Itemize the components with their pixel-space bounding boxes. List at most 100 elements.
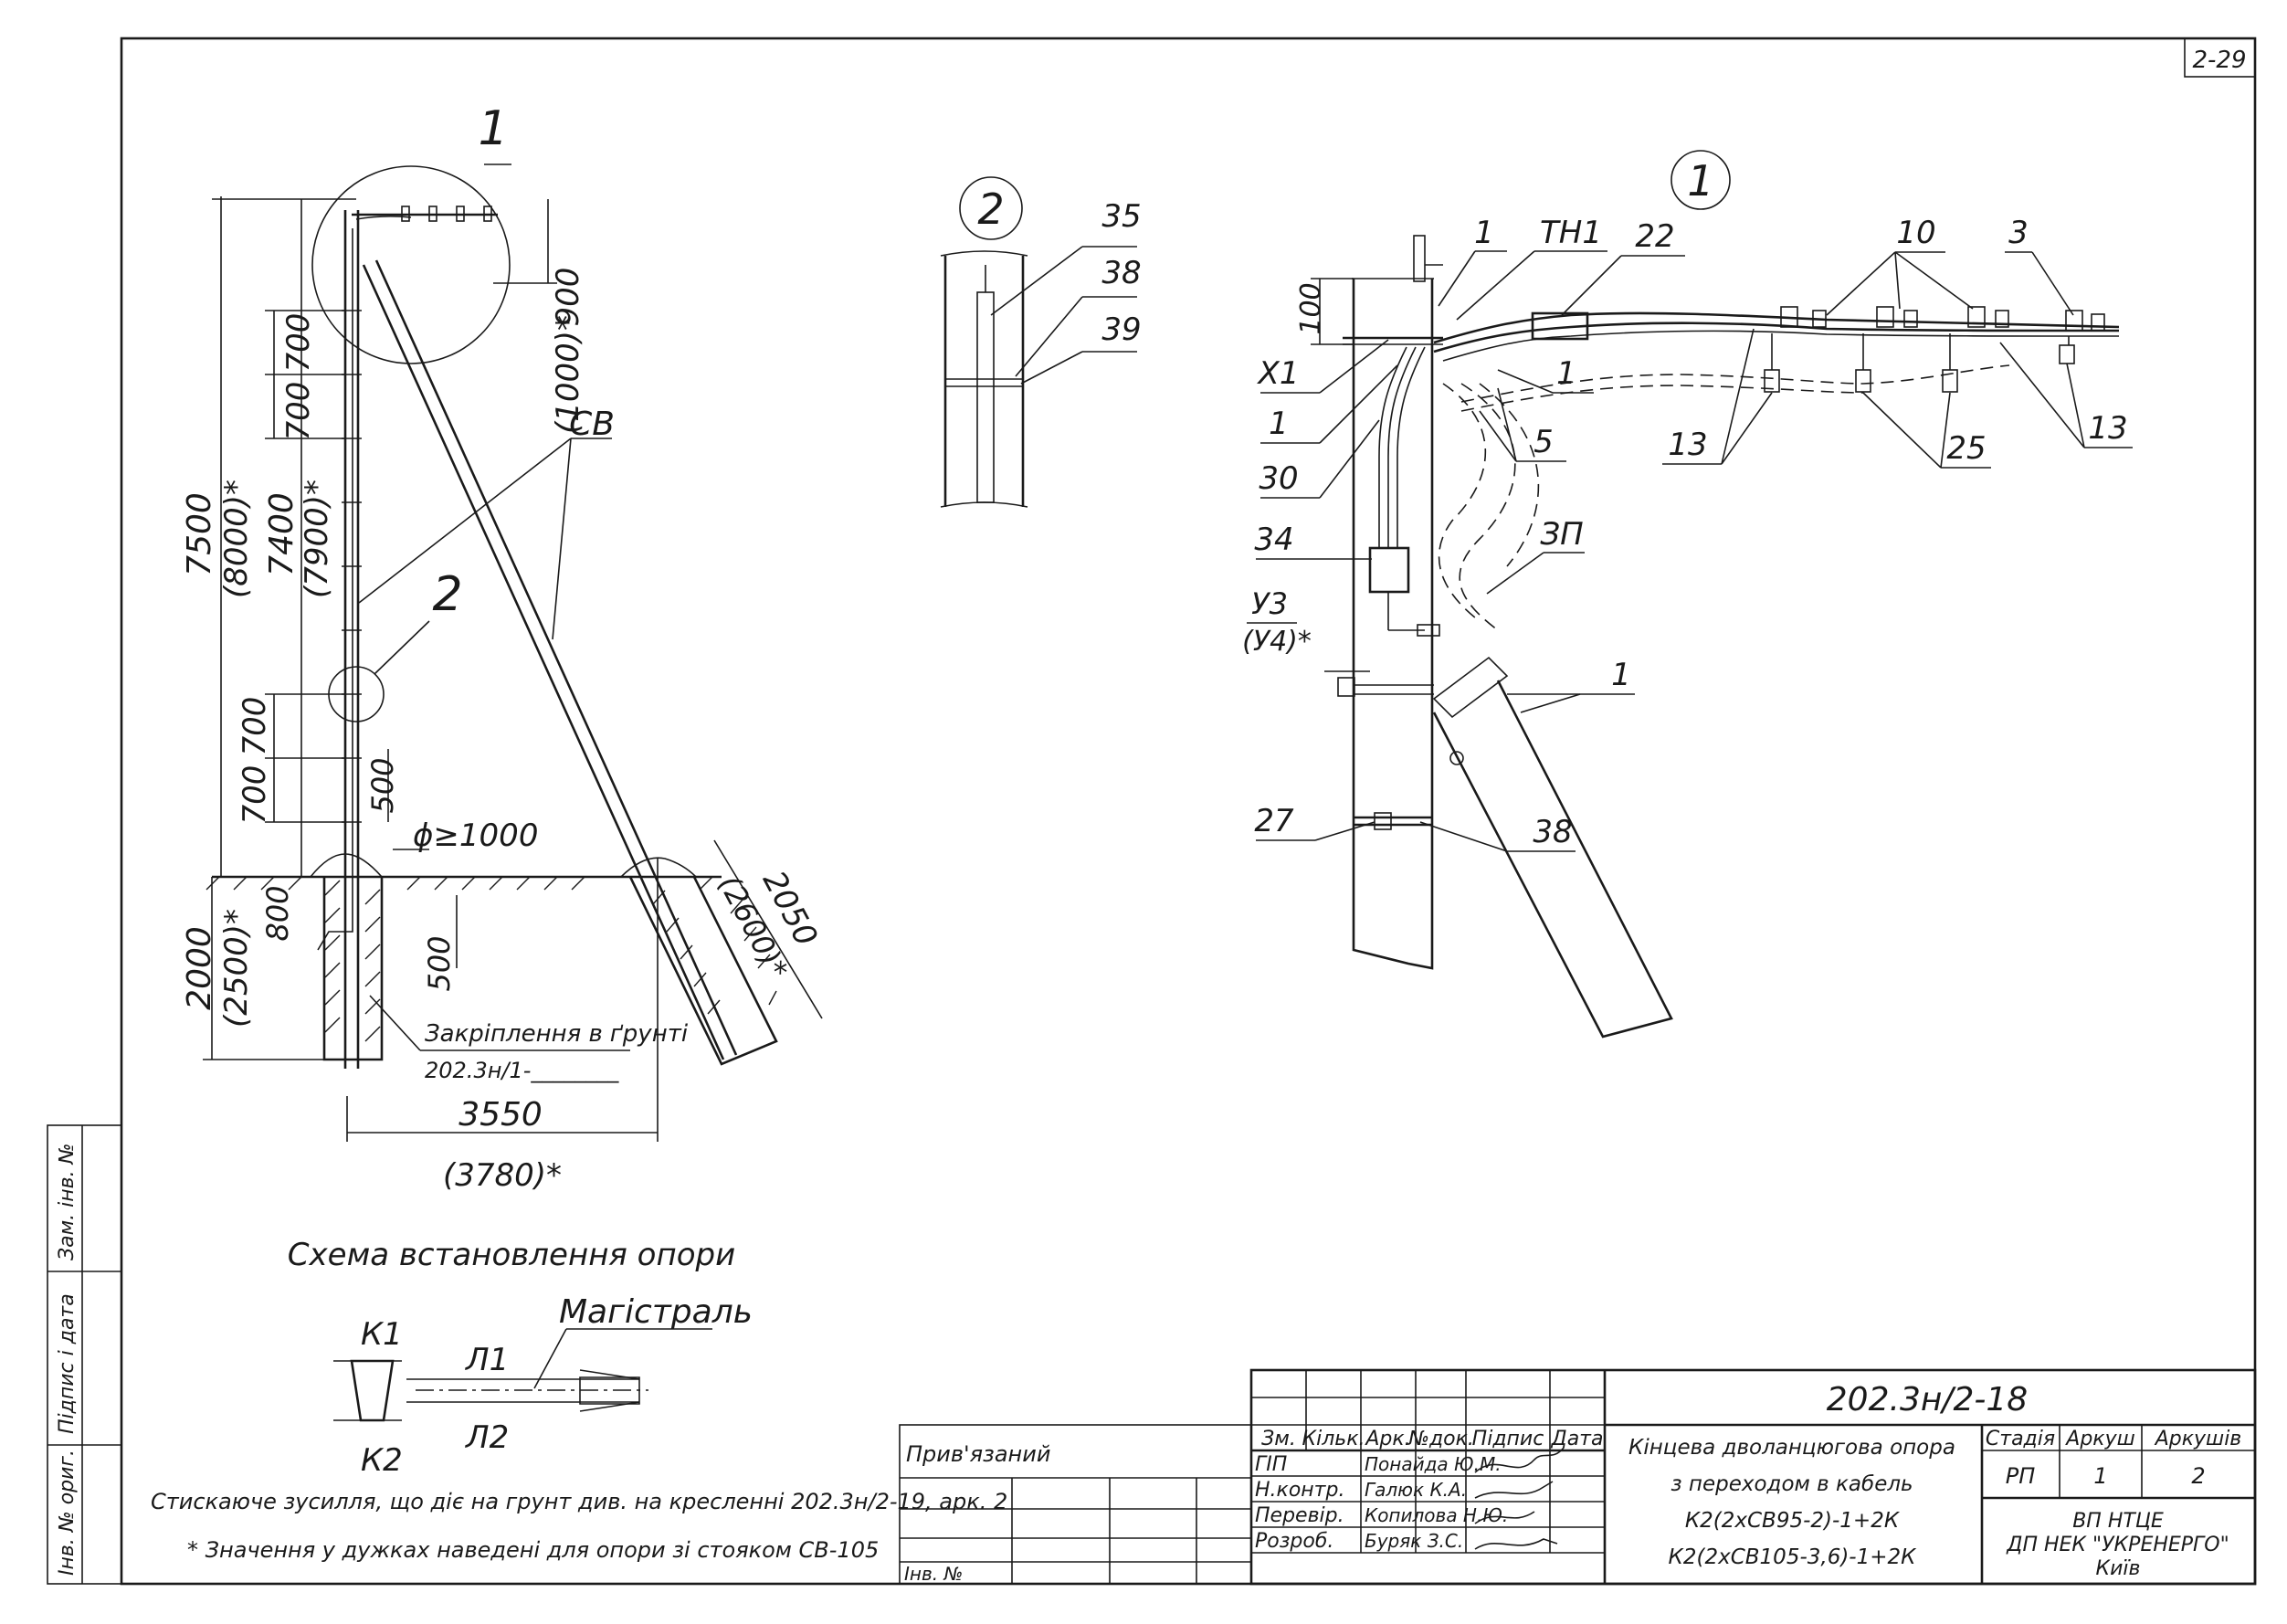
sheet-number: 2-29 [2192,47,2246,74]
dim-700-d: 700 [237,765,273,825]
tb-org-3: Київ [2096,1557,2141,1580]
detail2-pos-38: 38 [1101,255,1141,291]
main-callout-1: 1 [478,101,508,156]
detail1-pos-10: 10 [1896,215,1935,251]
tb-h-zm: Зм. [1261,1428,1296,1450]
dim-3550: 3550 [458,1096,543,1134]
signature-2 [1474,1481,1554,1499]
hanging-insulators [1764,333,2075,393]
detail1-pos-3: 3 [2008,215,2029,251]
tb-name-2: Галюк К.А. [1365,1479,1467,1501]
detail1-callout-circle [1670,150,1731,210]
tb-role-2: Н.контр. [1255,1479,1344,1502]
dim-700-a: 700 [280,313,317,373]
tb-sheets-h: Аркушів [2154,1428,2242,1450]
dim-1000: (1000)* [550,315,586,434]
tb-h-doc: №док. [1407,1428,1474,1450]
side-stamp: Зам. інв. № Підпис і дата Інв. № ориг. [47,1124,122,1585]
cable-terminal [1368,546,1410,594]
tb-role-1: ГІП [1255,1453,1287,1476]
note-2: * Значення у дужках наведені для опори з… [187,1537,879,1563]
tb-sheet: 1 [2093,1463,2107,1489]
detail1-pos-13a: 13 [1668,427,1707,463]
top-insulators [401,206,492,222]
tb-role-3: Перевір. [1255,1504,1344,1527]
tb-h-ark: Арк. [1364,1428,1410,1450]
dim-700-b: 700 [280,382,317,441]
scheme-l1: Л1 [464,1342,509,1378]
note-1: Стискаюче зусилля, що діє на грунт див. … [151,1489,1007,1514]
dim-phi: ϕ≥1000 [413,817,538,854]
detail1-pos-1d: 1 [1611,657,1631,693]
tb-name-3: Копилова Н.Ю. [1365,1504,1508,1526]
detail-2: 2 35 38 39 [940,176,1142,508]
detail2-pos-35: 35 [1101,198,1141,235]
dim-3780: (3780)* [443,1157,562,1194]
scheme-magistral: Магістраль [559,1293,753,1331]
strut-pit-hatch [652,890,777,1015]
tb-org-1: ВП НТЦЕ [2072,1510,2164,1533]
dim-2000: 2000 [181,926,218,1010]
strut-pole-upper-edge [362,264,725,1060]
detail1-pos-5: 5 [1533,424,1554,460]
strut-pole-lower-edge [374,259,738,1056]
label-sv: СВ [569,406,615,443]
detail1-pos-27: 27 [1254,803,1294,839]
bind-inv: Інв. № [904,1563,963,1585]
detail1-pos-34: 34 [1254,522,1293,558]
dim-7900: (7900)* [299,480,335,598]
detail1-callout: 1 [1687,156,1713,206]
main-view: 1 2 СВ 900 (1000)* 700 [181,101,825,1194]
detail1-dim-100: 100 [1295,282,1327,334]
messenger-clamps [1780,306,2105,332]
tb-stage-h: Стадія [1986,1428,2055,1450]
scheme-k1: К1 [361,1316,403,1353]
side-stamp-pidpys: Підпис і дата [56,1293,79,1434]
installation-scheme: Схема встановлення опори К1 К2 Л1 Л2 Маг… [288,1237,753,1479]
detail-1: 1 100 [1242,150,2133,1039]
ground-fix-ref: 202.3н/1-________ [425,1058,619,1083]
tb-desc-1: Кінцева дволанцюгова опора [1628,1436,1955,1460]
scheme-l2: Л2 [464,1419,509,1456]
tb-h-pidpys: Підпис [1472,1428,1544,1450]
pit-hatch [324,880,381,1042]
detail1-pos-1b: 1 [1269,406,1289,442]
bind-pryvyaz: Прив'язаний [906,1441,1050,1467]
dim-8000: (8000)* [218,480,255,598]
dim-2500: (2500)* [218,909,255,1028]
tb-code: 202.3н/2-18 [1827,1381,2028,1418]
tb-desc-2: з переходом в кабель [1670,1472,1913,1496]
detail1-pos-u4: (У4)* [1242,626,1312,658]
tb-sheets: 2 [2191,1463,2205,1489]
dim-500-a: 500 [365,757,400,813]
tb-h-data: Дата [1551,1428,1604,1450]
signature-3 [1474,1511,1535,1524]
tb-desc-4: К2(2хСВ105-3,6)-1+2К [1669,1545,1918,1569]
detail2-callout: 2 [977,185,1004,234]
detail2-pos-39: 39 [1101,311,1141,348]
sheet-frame [120,37,2257,1586]
detail1-pos-22: 22 [1635,218,1674,255]
tb-sheet-h: Аркуш [2064,1428,2134,1450]
detail1-pos-x1: Х1 [1257,355,1300,392]
dim-500-b: 500 [422,935,457,991]
tb-name-4: Буряк З.С. [1365,1530,1463,1552]
dim-700-c: 700 [237,697,273,756]
detail1-pos-1a: 1 [1474,215,1494,251]
tb-h-kilk: Кільк. [1302,1428,1365,1450]
detail1-pos-25: 25 [1946,430,1986,467]
side-stamp-zam: Зам. інв. № [56,1144,79,1261]
tb-name-1: Понайда Ю.М. [1365,1453,1502,1475]
th1-box [1531,311,1589,341]
dim-900: 900 [550,268,586,327]
detail1-pos-38: 38 [1533,814,1572,850]
signature-1 [1474,1447,1565,1473]
title-block: Зм. Кільк. Арк. №док. Підпис Дата ГІП По… [1249,1368,2257,1586]
detail2-callout-circle [959,176,1023,240]
tb-org-2: ДП НЕК "УКРЕНЕРГО" [2006,1534,2229,1556]
tb-desc-3: К2(2хСВ95-2)-1+2К [1685,1509,1901,1533]
detail1-circle [311,165,511,364]
detail1-pos-1c: 1 [1556,355,1576,392]
sheet-number-box [2184,37,2256,78]
